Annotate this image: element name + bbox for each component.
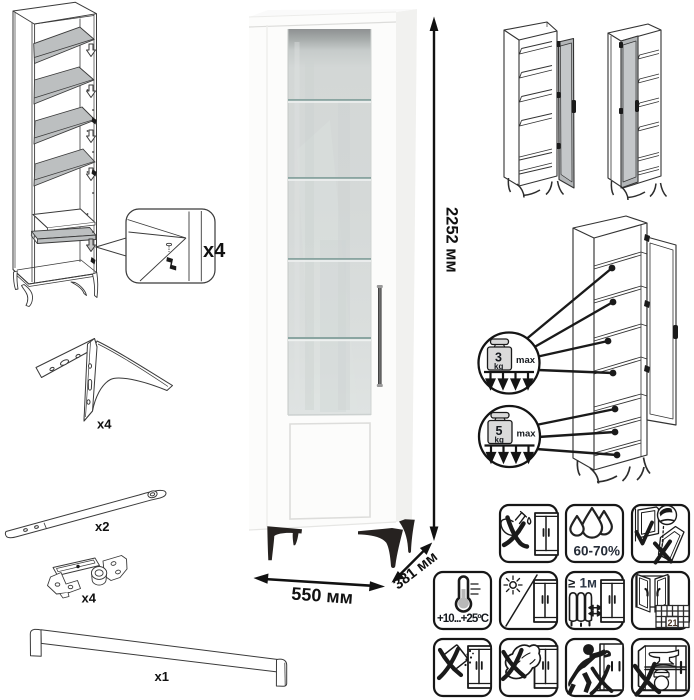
svg-text:max: max [517, 429, 537, 440]
svg-text:21: 21 [668, 618, 678, 628]
svg-text:x4: x4 [203, 240, 226, 262]
svg-text:60-70%: 60-70% [574, 544, 621, 559]
svg-text:3: 3 [495, 351, 502, 365]
svg-text:x1: x1 [155, 669, 169, 684]
svg-text:kg: kg [495, 435, 504, 444]
svg-text:+10...+25ºC: +10...+25ºC [437, 613, 489, 625]
svg-text:x4: x4 [97, 417, 112, 432]
svg-text:x2: x2 [95, 519, 109, 534]
svg-text:5: 5 [496, 424, 503, 438]
svg-text:max: max [516, 355, 536, 366]
svg-text:2252 мм: 2252 мм [443, 207, 461, 273]
svg-text:≥: ≥ [568, 576, 575, 591]
svg-text:1м: 1м [580, 576, 598, 591]
svg-text:kg: kg [494, 362, 503, 371]
svg-text:x4: x4 [82, 591, 97, 606]
svg-text:550 мм: 550 мм [291, 584, 354, 608]
